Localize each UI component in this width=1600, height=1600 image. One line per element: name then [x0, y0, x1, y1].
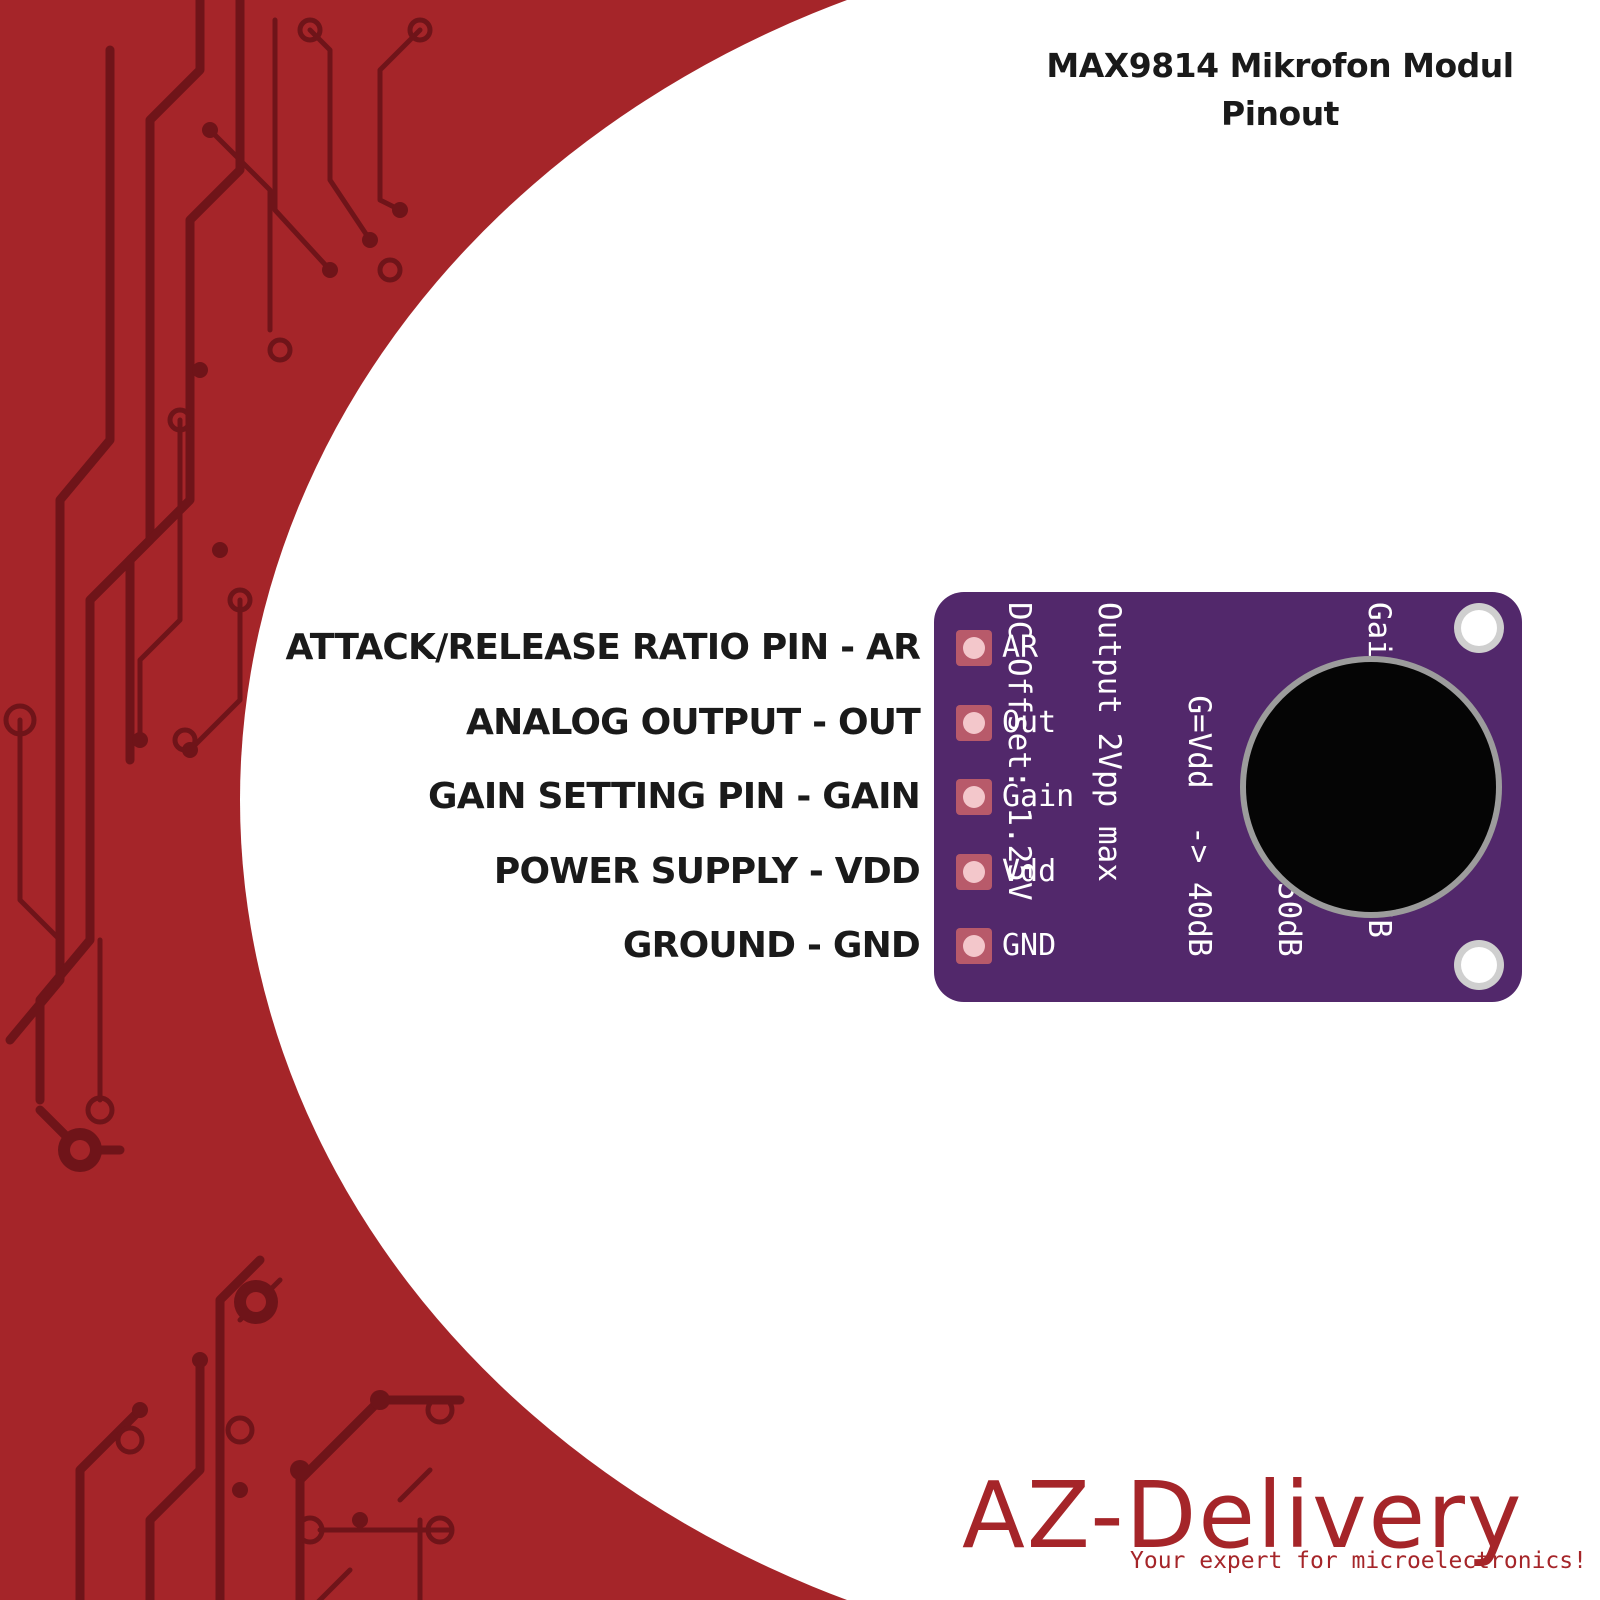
pin-label-out: ANALOG OUTPUT - OUT — [466, 702, 921, 743]
silk-gnd: GND — [1002, 928, 1057, 963]
silk-vdd: Vdd — [1002, 854, 1057, 889]
silk-ar: AR — [1002, 630, 1039, 665]
microphone-capsule — [1246, 662, 1496, 912]
pad-vdd — [956, 854, 992, 890]
logo-tagline: Your expert for microelectronics! — [1130, 1548, 1587, 1574]
mounting-hole-top — [1461, 610, 1497, 646]
title-line-1: MAX9814 Mikrofon Modul — [1046, 46, 1514, 85]
pin-label-gnd: GROUND - GND — [622, 925, 921, 966]
page-title: MAX9814 Mikrofon Modul Pinout — [1030, 42, 1530, 138]
pin-label-gain: GAIN SETTING PIN - GAIN — [428, 776, 921, 817]
note-line: Output 2Vpp max — [1091, 602, 1127, 882]
pad-ar — [956, 630, 992, 666]
title-line-2: Pinout — [1221, 94, 1339, 133]
pad-out — [956, 705, 992, 741]
mounting-hole-bottom — [1461, 947, 1497, 983]
logo-name: AZ-Delivery — [962, 1462, 1524, 1569]
pin-label-vdd: POWER SUPPLY - VDD — [493, 851, 921, 892]
pin-label-ar: ATTACK/RELEASE RATIO PIN - AR — [285, 627, 921, 668]
note-line: G=Vdd -> 40dB — [1181, 602, 1217, 957]
note-line: DC Offset: 1.25V — [1001, 602, 1037, 901]
silk-out: Out — [1002, 705, 1057, 740]
max9814-board: AR Out Gain Vdd GND Gain float -> 60dB G… — [934, 592, 1522, 1002]
pad-gain — [956, 779, 992, 815]
az-delivery-logo: AZ-Delivery Your expert for microelectro… — [962, 1462, 1587, 1578]
silk-gain: Gain — [1002, 779, 1075, 814]
pad-gnd — [956, 928, 992, 964]
